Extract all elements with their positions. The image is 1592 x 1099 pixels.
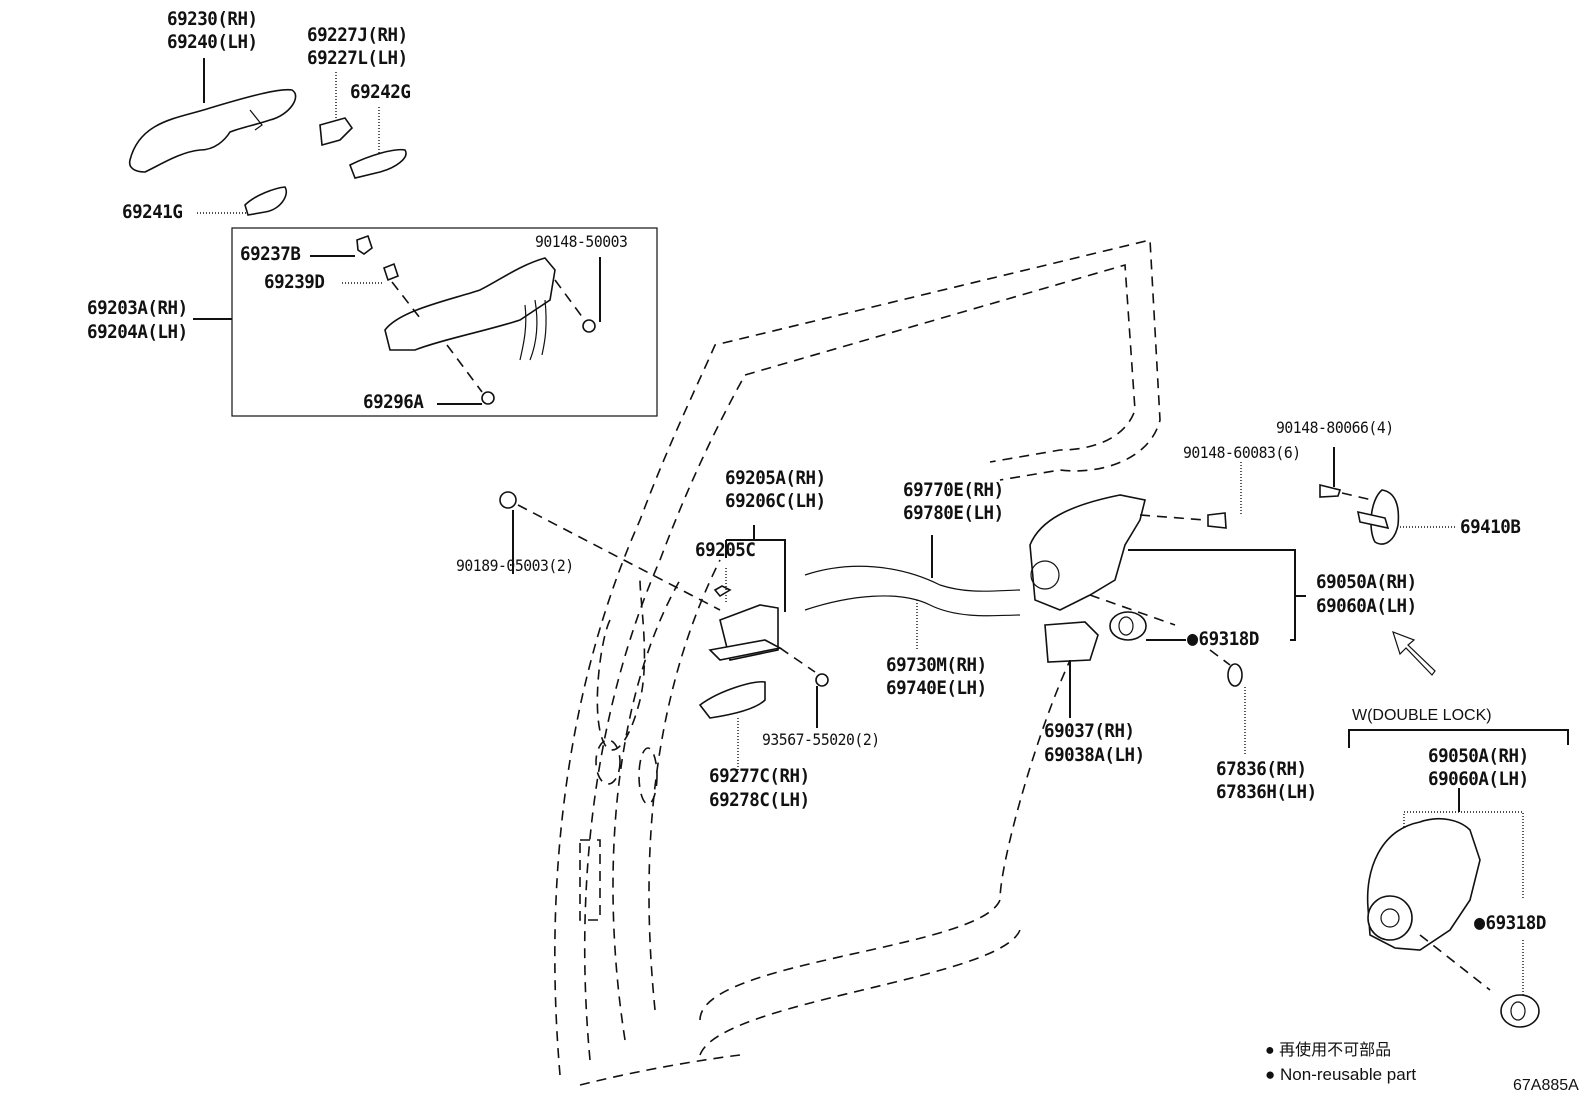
legend-dot-icon: ● [1265,1065,1276,1084]
diagram-code: 67A885A [1513,1077,1579,1094]
part-label-69206c[interactable]: 69206C(LH) [725,490,826,512]
part-label-dl-69050a[interactable]: 69050A(RH) [1428,745,1529,767]
part-label-69780e[interactable]: 69780E(LH) [903,502,1004,524]
part-label-69227j[interactable]: 69227J(RH) [307,24,408,46]
part-label-69277c[interactable]: 69277C(RH) [709,765,810,787]
inside-handle-drawing [499,491,1021,719]
leader-lines [197,58,1455,775]
part-label-69205c[interactable]: 69205C [695,539,756,561]
outside-handle-drawing [128,88,407,216]
part-label-90148-80066[interactable]: 90148-80066(4) [1276,418,1394,437]
part-label-69204a[interactable]: 69204A(LH) [87,321,188,343]
legend-en-text: Non-reusable part [1280,1065,1417,1084]
part-label-69740e[interactable]: 69740E(LH) [886,677,987,699]
legend-jp: ● 再使用不可部品 [1265,1040,1391,1062]
part-label-69237b[interactable]: 69237B [240,243,301,265]
part-label-90148-50003[interactable]: 90148-50003 [535,232,628,251]
part-label-69227l[interactable]: 69227L(LH) [307,47,408,69]
part-label-69318d[interactable]: 69318D [1187,627,1260,650]
part-label-90148-60083[interactable]: 90148-60083(6) [1183,443,1301,462]
part-label-69038a[interactable]: 69038A(LH) [1044,744,1145,766]
part-label-69296a[interactable]: 69296A [363,391,424,413]
part-label-67836[interactable]: 67836(RH) [1216,758,1307,780]
striker-drawing [1319,483,1400,545]
part-label-69278c[interactable]: 69278C(LH) [709,789,810,811]
part-label-69240[interactable]: 69240(LH) [167,31,258,53]
part-label-67836h[interactable]: 67836H(LH) [1216,781,1317,803]
part-label-69242g[interactable]: 69242G [350,81,411,103]
part-label-dl-69060a[interactable]: 69060A(LH) [1428,768,1529,790]
part-label-69230[interactable]: 69230(RH) [167,8,258,30]
door-lock-drawing [1029,494,1243,687]
legend-jp-text: 再使用不可部品 [1279,1042,1392,1059]
frame-assembly-box [193,227,658,417]
part-label-69205a[interactable]: 69205A(RH) [725,467,826,489]
part-label-93567-55020[interactable]: 93567-55020(2) [762,730,880,749]
part-label-dl-69318d[interactable]: 69318D [1474,911,1547,934]
double-lock-caption: W(DOUBLE LOCK) [1352,707,1492,724]
part-label-69241g[interactable]: 69241G [122,201,183,223]
legend-dot-icon: ● [1265,1042,1275,1059]
part-label-69050a[interactable]: 69050A(RH) [1316,571,1417,593]
part-label-69770e[interactable]: 69770E(RH) [903,479,1004,501]
part-label-69239d[interactable]: 69239D [264,271,325,293]
part-label-69410b[interactable]: 69410B [1460,516,1521,538]
direction-arrow [1392,630,1436,676]
double-lock-inset [1348,729,1569,1028]
door-outline [554,238,1161,1086]
part-label-69730m[interactable]: 69730M(RH) [886,654,987,676]
legend-en: ● Non-reusable part [1265,1064,1416,1086]
part-label-69203a[interactable]: 69203A(RH) [87,297,188,319]
part-label-69060a[interactable]: 69060A(LH) [1316,595,1417,617]
part-label-69037[interactable]: 69037(RH) [1044,720,1135,742]
part-label-90189-05003[interactable]: 90189-05003(2) [456,556,574,575]
